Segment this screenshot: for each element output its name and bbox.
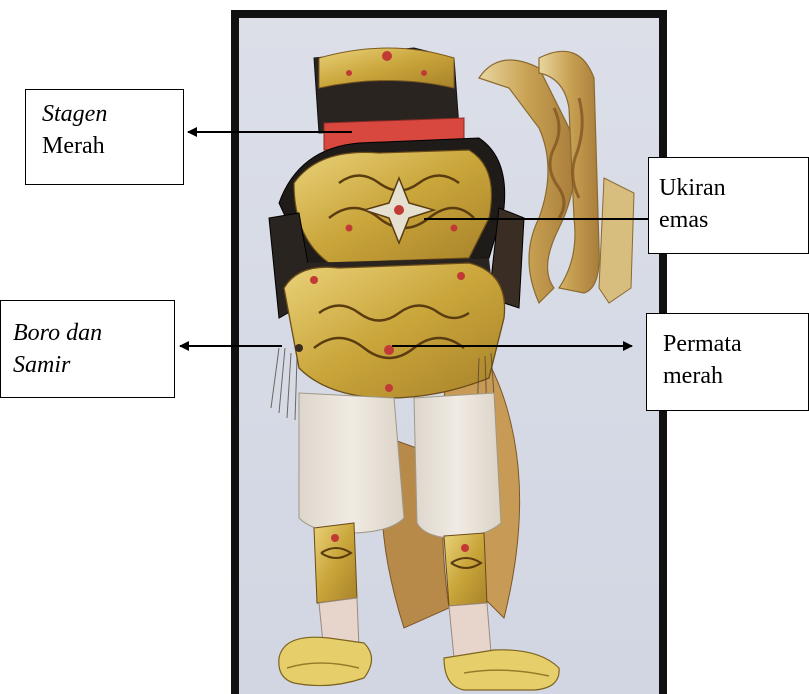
label-boro-line1: Boro dan xyxy=(13,317,164,349)
label-stagen-merah: Stagen Merah xyxy=(25,89,184,185)
label-boro-line2: Samir xyxy=(13,349,164,381)
costume-illustration xyxy=(239,18,659,694)
white-pants xyxy=(299,393,404,533)
label-ukiran-line2: emas xyxy=(659,204,798,236)
right-leg-ornament xyxy=(444,533,487,606)
label-boro-dan-samir: Boro dan Samir xyxy=(0,300,175,398)
label-ukiran-emas: Ukiran emas xyxy=(648,157,809,254)
label-stagen-line1: Stagen xyxy=(42,98,173,130)
label-permata-line1: Permata xyxy=(663,328,798,360)
lower-gold-ornament xyxy=(284,263,505,398)
label-permata-line2: merah xyxy=(663,360,798,392)
left-shoe xyxy=(279,637,372,685)
label-ukiran-line1: Ukiran xyxy=(659,172,798,204)
costume-photo-frame xyxy=(231,10,667,694)
drawing-paper xyxy=(239,18,659,694)
label-stagen-line2: Merah xyxy=(42,130,173,162)
label-permata-merah: Permata merah xyxy=(646,313,809,411)
